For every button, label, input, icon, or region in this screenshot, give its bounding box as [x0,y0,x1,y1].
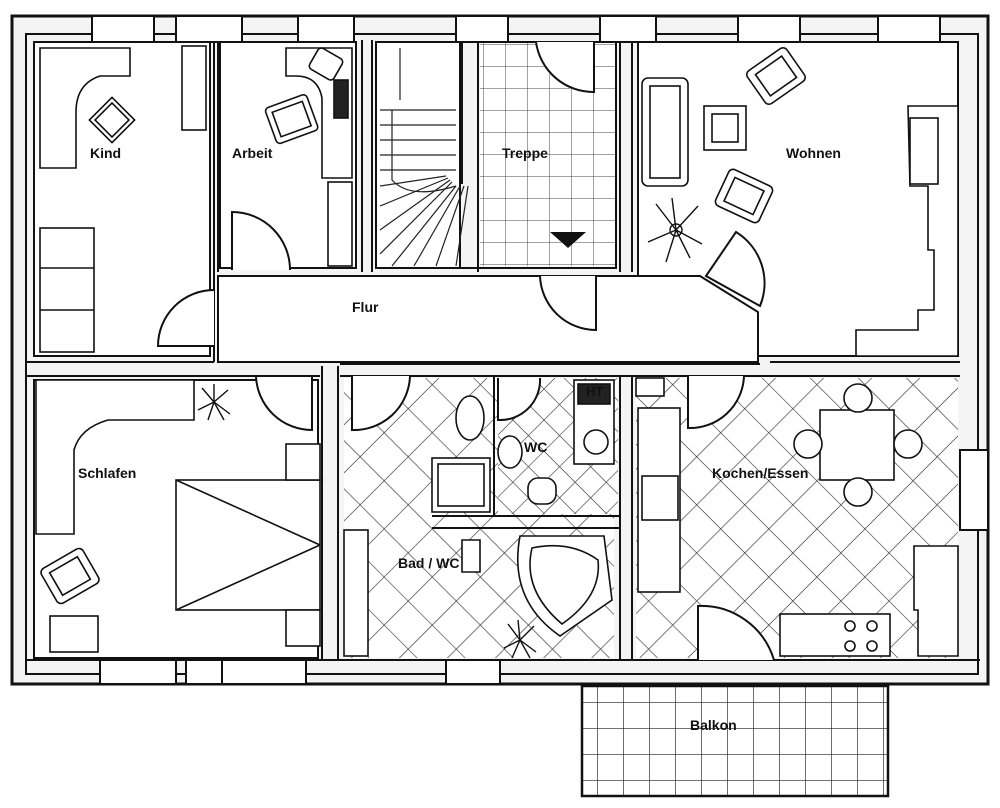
room-label-bad-wc: Bad / WC [398,555,459,571]
doors [156,41,775,661]
windows [91,15,989,685]
room-label-treppe: Treppe [502,145,548,161]
room-label-kind: Kind [90,145,121,161]
plant-bad-icon [503,619,537,659]
furniture-wohnen [641,47,959,357]
room-label-flur: Flur [352,299,379,315]
plant-schlafen-icon [197,384,231,421]
treppe-tile-floor [480,42,616,266]
furniture-kueche [637,383,959,657]
furniture-arbeit [264,47,353,267]
stair-arrow [550,232,586,248]
flur-interior [217,275,759,363]
walls [25,33,980,675]
room-label-balkon: Balkon [690,717,737,733]
room-label-wohnen: Wohnen [786,145,841,161]
staircase [379,48,469,267]
furniture-schlafen [35,379,321,653]
furniture-kind [39,45,207,353]
room-label-wc: WC [524,439,547,455]
furniture-bad [343,395,613,657]
room-label-kochen-essen: Kochen/Essen [712,465,808,481]
furniture-wc [497,377,665,505]
room-label-schlafen: Schlafen [78,465,136,481]
room-label-arbeit: Arbeit [232,145,273,161]
ht-label: HT [586,384,603,399]
balkon [580,684,890,798]
plant-wohnen-icon [647,197,703,263]
